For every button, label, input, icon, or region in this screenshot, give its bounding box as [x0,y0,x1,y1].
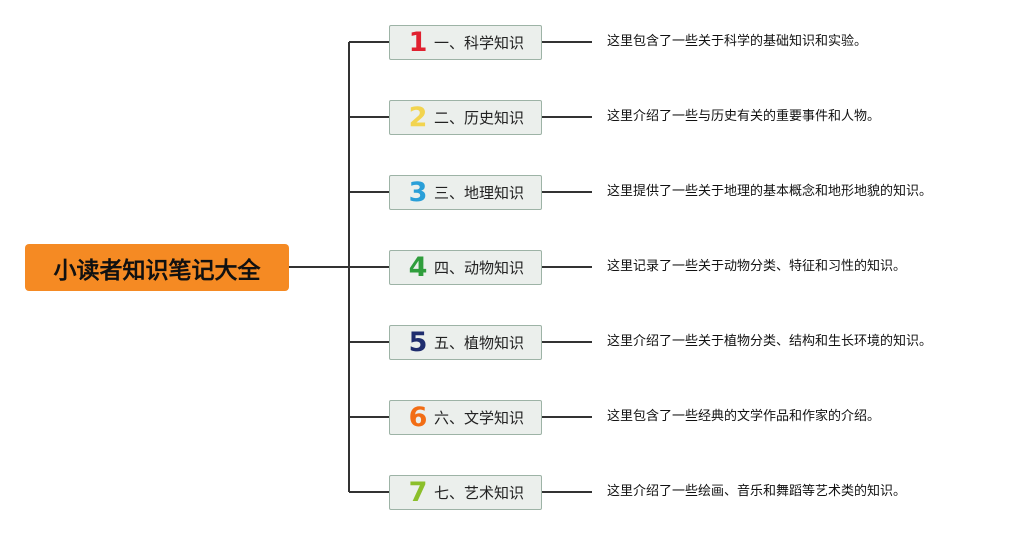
branch-label-5: 五、植物知识 [434,333,525,352]
branch-description-1: 这里包含了一些关于科学的基础知识和实验。 [607,34,868,49]
branch-node-5[interactable]: 5 五、植物知识 [389,324,542,360]
branch-number-3: 3 [408,176,428,208]
branch-label-1: 一、科学知识 [434,33,525,52]
branch-number-7: 7 [408,476,428,508]
branch-description-2: 这里介绍了一些与历史有关的重要事件和人物。 [607,109,881,124]
branch-description-6: 这里包含了一些经典的文学作品和作家的介绍。 [607,409,881,424]
branch-label-7: 七、艺术知识 [434,483,525,502]
branch-label-4: 四、动物知识 [434,258,525,277]
branch-description-3: 这里提供了一些关于地理的基本概念和地形地貌的知识。 [607,184,933,199]
branch-description-4: 这里记录了一些关于动物分类、特征和习性的知识。 [607,259,907,274]
branch-label-2: 二、历史知识 [434,108,525,127]
branch-label-6: 六、文学知识 [434,408,525,427]
root-label: 小读者知识笔记大全 [53,257,261,284]
branch-node-6[interactable]: 6 六、文学知识 [389,399,542,435]
branch-number-6: 6 [408,401,428,433]
branch-description-5: 这里介绍了一些关于植物分类、结构和生长环境的知识。 [607,334,933,349]
branch-number-5: 5 [408,326,428,358]
branch-number-1: 1 [408,26,428,58]
branch-node-1[interactable]: 1 一、科学知识 [389,24,542,60]
branch-node-4[interactable]: 4 四、动物知识 [389,249,542,285]
root-node[interactable]: 小读者知识笔记大全 [25,244,289,291]
branch-number-2: 2 [408,101,428,133]
branch-label-3: 三、地理知识 [434,183,525,202]
branch-node-7[interactable]: 7 七、艺术知识 [389,474,542,510]
branch-number-4: 4 [408,251,428,283]
branch-description-7: 这里介绍了一些绘画、音乐和舞蹈等艺术类的知识。 [607,484,907,499]
branch-node-2[interactable]: 2 二、历史知识 [389,99,542,135]
branch-node-3[interactable]: 3 三、地理知识 [389,174,542,210]
